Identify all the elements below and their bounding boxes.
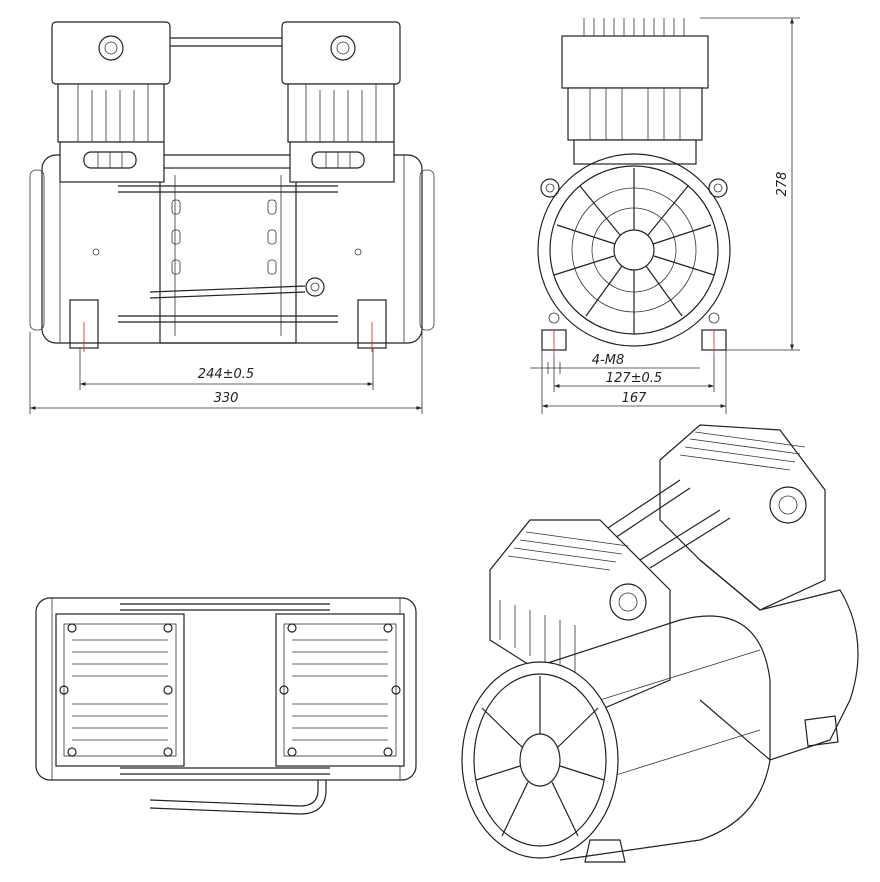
top-view	[35, 597, 417, 815]
iso-fan-housing	[461, 661, 619, 859]
isometric-view	[461, 424, 859, 863]
front-view	[29, 21, 435, 352]
front-dimensions: 244±0.5 330	[29, 332, 423, 414]
dim-mount-spec: 4-M8	[592, 353, 624, 368]
dim-overall-length: 330	[214, 391, 239, 406]
side-fan-housing	[537, 153, 731, 347]
dim-mount-spacing-side: 127±0.5	[606, 371, 662, 386]
dim-overall-width: 167	[622, 391, 648, 406]
dim-overall-height: 278	[775, 172, 790, 197]
front-motor-body	[41, 154, 423, 344]
front-left-head	[51, 21, 171, 349]
front-right-head	[281, 21, 401, 349]
side-dimensions: 278 4-M8 127±0.5 167	[530, 17, 800, 414]
dim-mount-spacing-front: 244±0.5	[198, 367, 254, 382]
side-view	[537, 18, 731, 356]
